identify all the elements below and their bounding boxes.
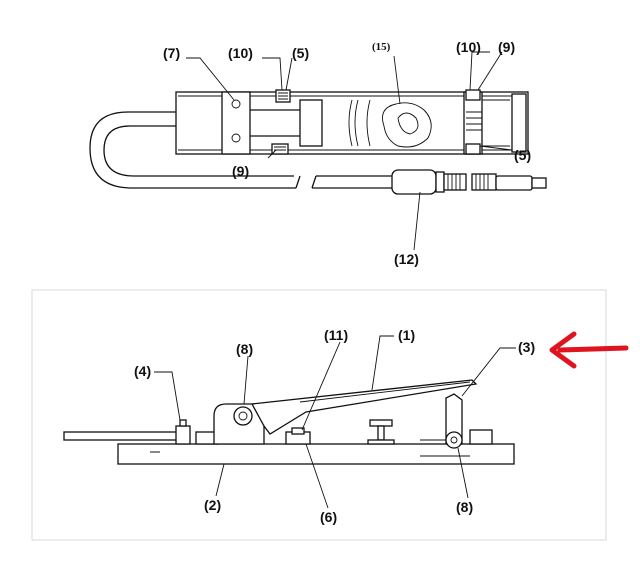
top-figure: (7) (10) (5) (15) (10) (9) (9) (5) (12) [89, 39, 547, 267]
connector-12 [391, 169, 547, 195]
label-8-left: (8) [236, 341, 253, 357]
label-8-right: (8) [456, 499, 473, 515]
label-11: (11) [324, 327, 348, 343]
red-arrow-icon [549, 331, 629, 369]
label-3: (3) [518, 339, 535, 355]
part-4 [175, 419, 191, 445]
part-6 [285, 427, 311, 445]
cable-loop [89, 111, 296, 189]
label-1: (1) [398, 327, 415, 343]
label-6: (6) [320, 509, 337, 525]
bottom-leaders [154, 335, 516, 509]
label-5-top: (5) [292, 45, 309, 61]
sensor-body [175, 89, 529, 155]
label-2: (2) [204, 497, 221, 513]
right-assembly [418, 393, 493, 449]
base-plate [117, 443, 515, 465]
label-10-left: (10) [228, 45, 253, 61]
label-4: (4) [134, 363, 151, 379]
bottom-figure: (8) (11) (1) (3) (4) (2) (6) (8) [31, 289, 629, 541]
label-9-bottom: (9) [232, 163, 249, 179]
top-leaders [186, 51, 513, 251]
label-7: (7) [163, 45, 180, 61]
label-15: (15) [372, 41, 391, 53]
left-rod [63, 431, 179, 441]
label-5-right: (5) [514, 147, 531, 163]
label-12: (12) [394, 251, 419, 267]
adjust-screw [367, 419, 395, 445]
label-10-right: (10) [456, 39, 481, 55]
label-9-right: (9) [498, 39, 515, 55]
lever-1 [250, 379, 478, 435]
